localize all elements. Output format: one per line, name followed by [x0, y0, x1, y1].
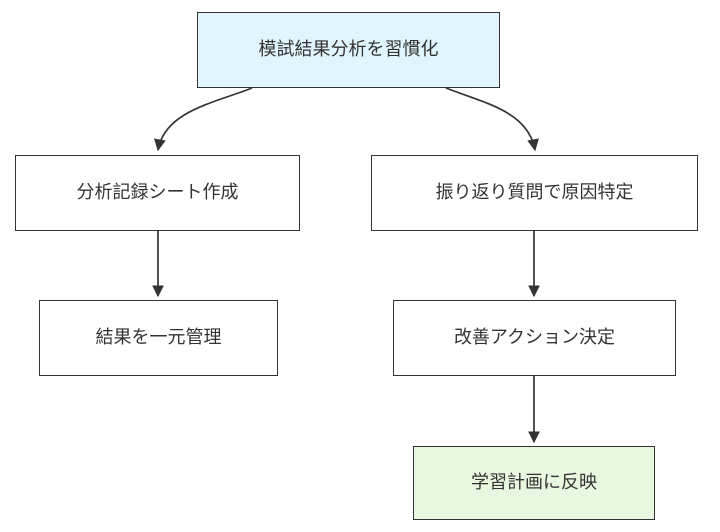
node-improvement-action: 改善アクション決定	[393, 300, 676, 376]
node-central-management-label: 結果を一元管理	[95, 327, 222, 348]
node-study-plan-label: 学習計画に反映	[471, 472, 597, 493]
node-central-management: 結果を一元管理	[39, 300, 278, 376]
node-root-label: 模試結果分析を習慣化	[258, 39, 439, 60]
edge-root-to-left1	[154, 87, 253, 152]
node-analysis-sheet: 分析記録シート作成	[15, 155, 300, 231]
edge-root-to-right1	[445, 87, 539, 152]
node-root: 模試結果分析を習慣化	[197, 12, 500, 88]
node-study-plan: 学習計画に反映	[413, 446, 655, 520]
node-reflection-questions: 振り返り質問で原因特定	[371, 155, 698, 231]
node-analysis-sheet-label: 分析記録シート作成	[76, 182, 239, 203]
node-reflection-questions-label: 振り返り質問で原因特定	[435, 182, 634, 203]
node-improvement-action-label: 改善アクション決定	[453, 327, 616, 348]
